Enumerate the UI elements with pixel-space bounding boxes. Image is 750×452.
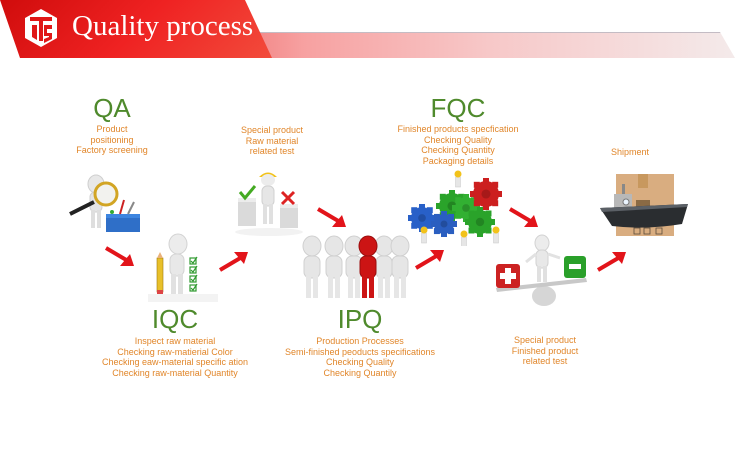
worker-figure: [492, 226, 500, 244]
desc-line: Factory screening: [76, 145, 148, 156]
desc-line: Checking Quality: [325, 357, 395, 368]
team-member-figure: [302, 235, 322, 298]
desc-line: Packaging details: [422, 155, 494, 166]
gear-icon: [465, 207, 495, 237]
gear-icon: [431, 211, 457, 237]
team-leader-figures-icon: [302, 235, 410, 298]
desc-line: Checking eaw-material specific ation: [101, 357, 249, 368]
team-member-figure: [374, 235, 394, 298]
stage-shipment: Shipment: [595, 147, 665, 158]
worker-figure: [460, 230, 468, 246]
stage-special-raw: Special product Raw material related tes…: [222, 125, 322, 157]
stage-desc-special-finished: Special product Finished product related…: [495, 335, 595, 367]
desc-line: Checking raw-material Quantity: [112, 367, 238, 378]
desc-line: positioning: [90, 134, 134, 145]
desc-line: Checking Quantity: [421, 145, 495, 156]
team-member-figure: [390, 235, 410, 298]
stage-desc-special-raw: Special product Raw material related tes…: [222, 125, 322, 157]
worker-figure: [454, 170, 462, 188]
flow-arrow-icon: [596, 252, 626, 272]
stage-title-fqc: FQC: [430, 93, 486, 123]
stage-fqc: FQC Finished products specfication Check…: [388, 94, 528, 166]
desc-line: Special product: [513, 335, 577, 345]
desc-line: Finished product: [511, 345, 579, 356]
worker-figure: [420, 226, 428, 244]
desc-line: Shipment: [610, 147, 650, 157]
team-member-figure: [324, 235, 344, 298]
desc-line: Inspect raw material: [134, 336, 216, 346]
ts-shield-logo-icon: [25, 9, 57, 47]
magnifier-toolbox-figure-icon: [69, 174, 140, 232]
flow-arrow-icon: [218, 252, 248, 272]
gear-icon: [408, 204, 436, 232]
desc-line: related test: [522, 356, 568, 367]
stage-special-finished: Special product Finished product related…: [495, 335, 595, 367]
gears-workers-icon: [408, 170, 502, 246]
desc-line: Semi-finished peoducts specifications: [284, 346, 436, 357]
stage-desc-ipq: Production Processes Semi-finished peodu…: [280, 336, 440, 378]
worker-check-cross-figure-icon: [235, 172, 303, 236]
desc-line: related test: [249, 146, 295, 157]
pencil-checklist-figure-icon: [148, 233, 218, 302]
desc-line: Special product: [240, 125, 304, 135]
stage-desc-iqc: Inspect raw material Checking raw-matier…: [95, 336, 255, 378]
team-leader-figure: [358, 235, 378, 298]
stage-qa: QA Product positioning Factory screening: [72, 94, 152, 156]
desc-line: Production Processes: [316, 336, 404, 346]
desc-line: Finished products specfication: [397, 124, 519, 134]
page-title: Quality process: [72, 10, 254, 42]
stage-ipq: IPQ Production Processes Semi-finished p…: [280, 305, 440, 378]
stage-title-iqc: IQC: [151, 304, 199, 334]
stage-desc-shipment: Shipment: [595, 147, 665, 158]
desc-line: Checking Quality: [423, 134, 493, 145]
flow-arrow-icon: [316, 207, 346, 227]
stage-iqc: IQC Inspect raw material Checking raw-ma…: [95, 305, 255, 378]
flow-arrow-icon: [414, 250, 444, 270]
desc-line: Checking raw-matierial Color: [117, 346, 233, 357]
flow-arrow-icon: [104, 246, 134, 266]
desc-line: Product: [96, 124, 128, 134]
desc-line: Raw material: [245, 135, 299, 146]
stage-title-qa: QA: [93, 93, 131, 123]
stage-title-ipq: IPQ: [337, 304, 383, 334]
cargo-ship-box-icon: [600, 174, 688, 236]
desc-line: Checking Quantily: [323, 367, 397, 378]
stage-desc-fqc: Finished products specfication Checking …: [388, 124, 528, 166]
balance-plus-minus-figure-icon: [496, 234, 587, 306]
gear-icon: [470, 178, 502, 210]
stage-desc-qa: Product positioning Factory screening: [72, 124, 152, 156]
flow-arrow-icon: [508, 207, 538, 227]
